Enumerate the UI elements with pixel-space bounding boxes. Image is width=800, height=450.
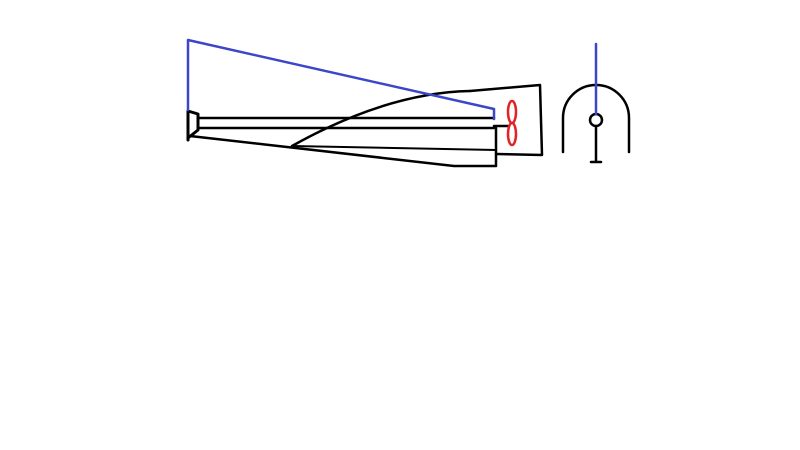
tail-fin [468,83,544,157]
guy-wire [186,38,496,121]
front-view-hub [588,112,604,128]
front-view [561,42,631,164]
lower-hull [188,126,498,168]
side-view [186,38,544,168]
inner-hull-line [291,145,497,151]
wing-curve [290,89,472,148]
front-view-stem [589,124,603,164]
nose-plate [186,109,200,142]
propeller [506,99,518,147]
